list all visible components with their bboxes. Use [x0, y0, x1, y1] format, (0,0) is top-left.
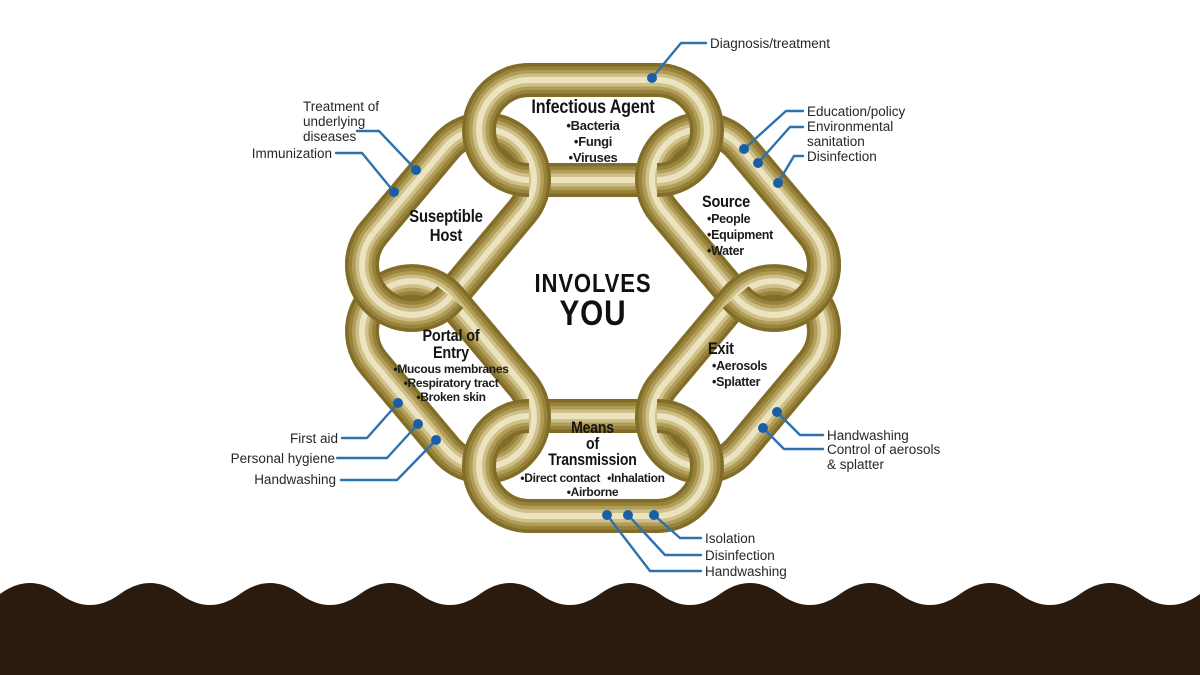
leader-line-handwashing-left — [339, 438, 438, 482]
center-text: INVOLVES YOU — [498, 268, 688, 333]
leader-line-education — [742, 109, 805, 151]
annotation-diagnosis-treatment: Diagnosis/treatment — [710, 36, 831, 51]
leader-dot-disinfection-bottom — [623, 510, 633, 520]
leader-line-treatment — [355, 129, 418, 172]
link-title: Means — [571, 419, 614, 437]
link-title: Exit — [708, 339, 734, 358]
center-line-1: INVOLVES — [534, 268, 652, 298]
leader-line-handwashing-bottom — [605, 513, 703, 573]
bullet-item: Water — [707, 243, 822, 259]
leader-line-personal-hygiene — [335, 422, 420, 460]
annotation-immunization: Immunization — [251, 146, 332, 161]
annotation-first-aid: First aid — [289, 431, 338, 446]
link-title: Entry — [432, 343, 470, 362]
link-title: of — [586, 434, 599, 453]
bullet-item: Splatter — [712, 374, 818, 391]
bullet-item: People — [707, 211, 822, 227]
annotation-handwashing-right: Handwashing — [827, 428, 909, 443]
leader-dot-immunization — [389, 187, 399, 197]
annotation-handwashing-bottom: Handwashing — [705, 564, 787, 579]
link-title: Host — [429, 224, 463, 245]
bullet-item: Broken skin — [370, 390, 532, 405]
annotation-disinfection-bottom: Disinfection — [705, 548, 775, 563]
annotation-isolation: Isolation — [705, 531, 756, 546]
leader-dot-education — [739, 144, 749, 154]
bullet-item: Viruses — [493, 150, 693, 166]
link-title: Transmission — [548, 451, 637, 469]
link-items: People Equipment Water — [702, 211, 822, 259]
link-label-susceptible-host: Suseptible Host — [385, 207, 507, 244]
bullet-item: Airborne — [567, 485, 619, 499]
annotation-personal-hygiene: Personal hygiene — [230, 451, 335, 466]
leader-dot-treatment — [411, 165, 421, 175]
leader-line-isolation — [652, 513, 703, 540]
bullet-item: Bacteria — [493, 118, 693, 134]
center-line-2: YOU — [559, 294, 627, 333]
link-items: Bacteria Fungi Viruses — [493, 118, 693, 166]
link-label-source: Source People Equipment Water — [702, 193, 822, 259]
link-title: Infectious Agent — [531, 97, 655, 118]
annotation-environmental-sanitation: Environmental sanitation — [807, 119, 894, 149]
link-label-infectious-agent: Infectious Agent Bacteria Fungi Viruses — [493, 98, 693, 166]
leader-dot-handwashing-left — [431, 435, 441, 445]
leader-line-disinfection-right — [776, 154, 805, 185]
leader-dot-isolation — [649, 510, 659, 520]
link-label-portal-of-entry: Portal of Entry Mucous membranes Respira… — [370, 326, 532, 405]
leader-dot-diagnosis — [647, 73, 657, 83]
link-title: Source — [702, 192, 750, 211]
leader-dot-control-aerosols — [758, 423, 768, 433]
leader-dot-personal-hygiene — [413, 419, 423, 429]
annotation-education-policy: Education/policy — [807, 104, 906, 119]
annotation-disinfection-right: Disinfection — [807, 149, 877, 164]
bullet-item: Inhalation — [607, 471, 665, 485]
leader-line-control-aerosols — [761, 426, 825, 451]
link-items: Mucous membranes Respiratory tract Broke… — [370, 362, 532, 405]
bullet-item: Direct contact — [520, 471, 600, 485]
leader-dot-handwashing-bottom — [602, 510, 612, 520]
leader-dot-disinfection-right — [773, 178, 783, 188]
leader-line-environmental-sanitation — [756, 125, 805, 165]
link-label-exit: Exit Aerosols Splatter — [708, 340, 818, 391]
leader-lines — [334, 41, 825, 573]
leader-line-first-aid — [340, 401, 400, 440]
link-items: Direct contact Inhalation Airborne — [500, 471, 685, 499]
leader-line-immunization — [334, 151, 396, 194]
bullet-item: Equipment — [707, 227, 822, 243]
leader-line-handwashing-right — [775, 410, 825, 437]
link-label-means-of-transmission: Means of Transmission Direct contact Inh… — [500, 419, 685, 499]
link-title: Suseptible — [409, 206, 483, 226]
leader-line-disinfection-bottom — [626, 513, 703, 557]
link-items: Aerosols Splatter — [708, 358, 818, 391]
bullet-item: Aerosols — [712, 358, 818, 375]
bullet-item: Mucous membranes — [370, 362, 532, 377]
annotation-treatment-underlying-diseases: Treatment of underlying diseases — [303, 99, 380, 144]
leader-line-diagnosis — [650, 41, 708, 80]
annotation-handwashing-left: Handwashing — [254, 472, 336, 487]
bullet-item: Respiratory tract — [370, 376, 532, 391]
link-title: Portal of — [422, 326, 480, 345]
bullet-item: Fungi — [493, 134, 693, 150]
wave-border — [0, 583, 1200, 675]
leader-dot-environmental-sanitation — [753, 158, 763, 168]
leader-dot-handwashing-right — [772, 407, 782, 417]
annotation-control-of-aerosols: Control of aerosols & splatter — [827, 442, 941, 472]
